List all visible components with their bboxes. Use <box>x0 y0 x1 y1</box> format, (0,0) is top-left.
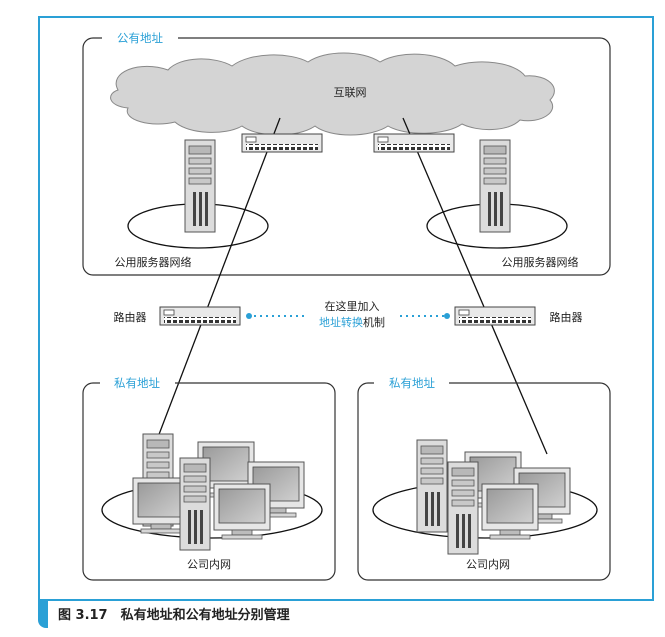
internet-cloud <box>110 52 555 136</box>
internet-label: 互联网 <box>334 86 367 99</box>
link-right <box>402 117 548 455</box>
router-right <box>454 306 536 326</box>
private-left-network-label: 公司内网 <box>187 557 231 571</box>
router-left-label: 路由器 <box>114 310 147 324</box>
figure-caption: 图 3.17 私有地址和公有地址分别管理 <box>58 608 290 623</box>
public-server-network-right-label: 公用服务器网络 <box>502 255 579 269</box>
router-right-label: 路由器 <box>550 310 583 324</box>
public-server-network-left-label: 公用服务器网络 <box>115 255 192 269</box>
nat-note-line1: 在这里加入 <box>325 299 380 313</box>
public-switch-right <box>373 133 455 153</box>
server-icon <box>479 139 511 233</box>
link-left <box>157 117 281 438</box>
private-right-box <box>357 382 611 581</box>
pc-monitor-icon <box>213 483 271 540</box>
nat-note-line2: 地址转换机制 <box>319 315 385 329</box>
figure-frame <box>38 16 654 601</box>
private-right-network-label: 公司内网 <box>466 557 510 571</box>
server-icon <box>184 139 216 233</box>
public-section-title: 公有地址 <box>117 31 163 45</box>
server-icon <box>179 457 211 551</box>
nat-rest: 机制 <box>363 315 385 329</box>
private-left-title: 私有地址 <box>114 376 160 390</box>
pc-monitor-icon <box>481 483 539 540</box>
caption-accent-bar <box>38 600 48 628</box>
private-right-title: 私有地址 <box>389 376 435 390</box>
public-switch-left <box>241 133 323 153</box>
public-section-box <box>82 37 611 276</box>
private-left-box <box>82 382 336 581</box>
server-icon <box>447 461 479 555</box>
router-left <box>159 306 241 326</box>
nat-highlight: 地址转换 <box>319 315 363 329</box>
server-icon <box>416 439 448 533</box>
